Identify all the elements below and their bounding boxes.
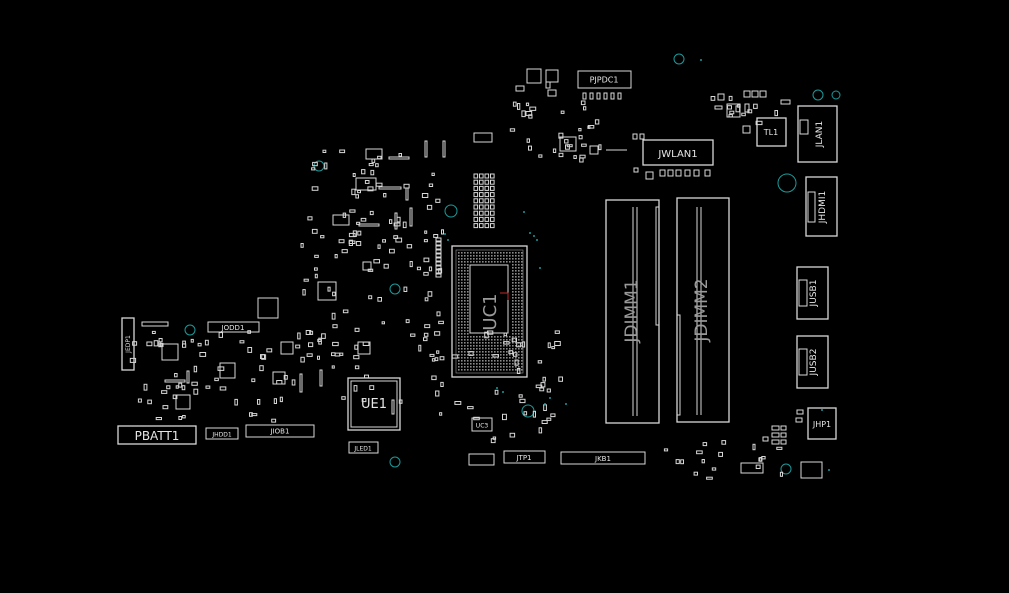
label-jhdmi1: JHDMI1 (818, 191, 828, 225)
label-tl1: TL1 (763, 128, 778, 137)
label-jdimm1: JDIMM1 (622, 279, 642, 343)
label-jusb1: JUSB1 (809, 280, 819, 308)
label-uc1: UC1 (480, 293, 501, 330)
usb-area: JUSB1 JUSB2 (796, 266, 829, 389)
label-ue1: UE1 (361, 397, 387, 412)
power-jack-area: PJPDC1 (515, 53, 685, 100)
label-jwlan1: JWLAN1 (657, 149, 697, 160)
label-jled1: JLED1 (353, 446, 372, 453)
label-jlan1: JLAN1 (815, 121, 825, 149)
label-jtp1: JTP1 (515, 454, 531, 462)
label-jdimm2: JDIMM2 (692, 278, 712, 342)
label-jedp1: JEDP1 (125, 335, 132, 354)
ec-ue1: UE1 JLED1 (347, 283, 401, 468)
label-jhp1: JHP1 (812, 420, 831, 429)
label-jusb2: JUSB2 (809, 349, 819, 377)
bottom-connectors: PBATT1 JHDD1 JIOB1 JTP1 JKB1 UC3 (117, 417, 646, 466)
label-pbatt1: PBATT1 (135, 429, 180, 443)
hdmi-area: JHDMI1 (777, 173, 838, 237)
dimm-slots: JDIMM1 JDIMM2 (605, 197, 730, 424)
label-pjpdc1: PJPDC1 (590, 76, 619, 85)
wlan-connector-area: JWLAN1 (589, 133, 714, 180)
label-jiob1: JIOB1 (270, 428, 290, 436)
smd-components (129, 95, 784, 480)
cpu-uc1: UC1 (435, 173, 528, 378)
lan-area: JLAN1 TL1 (714, 89, 841, 163)
vias (444, 59, 830, 471)
label-uc3: UC3 (476, 423, 489, 430)
audio-area: JHP1 (740, 407, 837, 479)
label-jhdd1: JHDD1 (211, 432, 232, 439)
label-jodd1: JODD1 (221, 324, 245, 332)
label-jkb1: JKB1 (594, 455, 611, 463)
